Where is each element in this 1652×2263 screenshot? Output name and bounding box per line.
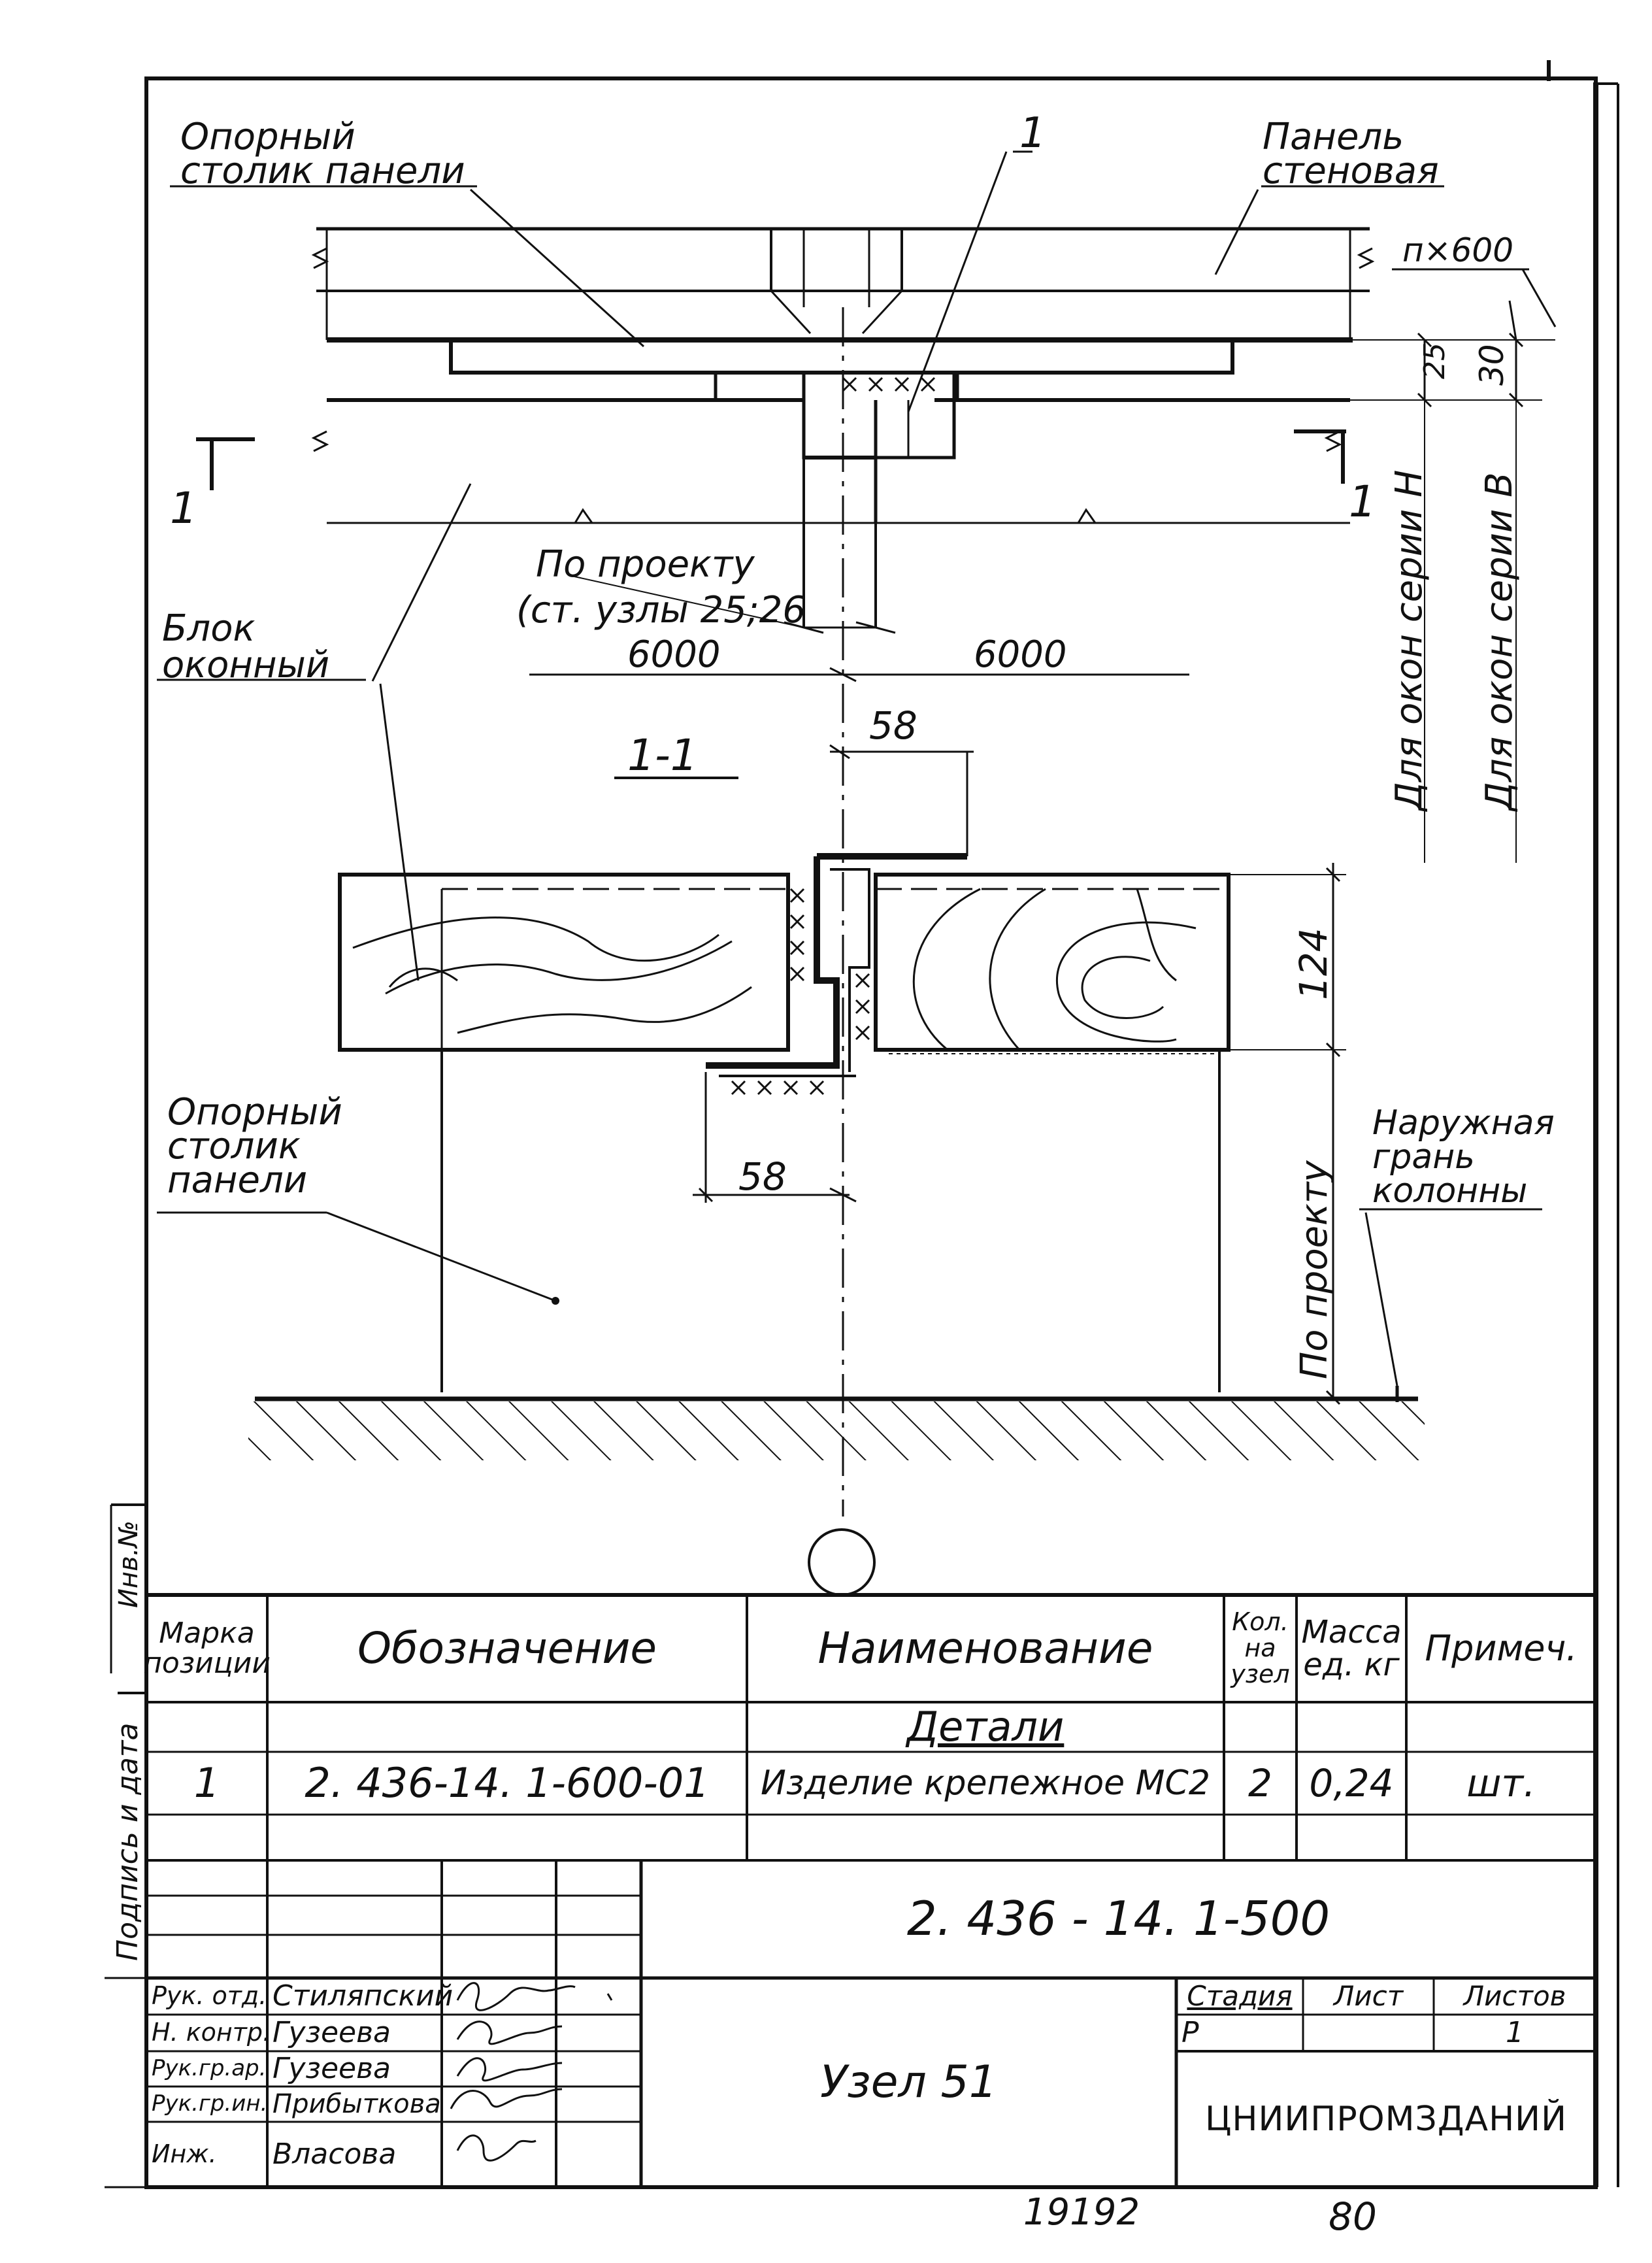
- label-see-nodes: (ст. узлы 25;26: [516, 589, 806, 631]
- header-mark-1: Марка: [159, 1616, 255, 1650]
- row-note: шт.: [1466, 1760, 1536, 1805]
- staff-role-5: Инж.: [152, 2139, 217, 2169]
- signature-4: [450, 2088, 563, 2109]
- leader-lines: [157, 150, 1444, 981]
- organization-name: ЦНИИПРОМЗДАНИЙ: [1205, 2099, 1567, 2139]
- staff-role-3: Рук.гр.ар.: [152, 2055, 267, 2082]
- row-qty: 2: [1248, 1760, 1272, 1805]
- plan-view: [196, 227, 1557, 1517]
- signatures: [450, 1982, 613, 2162]
- doc-number: 2. 436 - 14. 1-500: [906, 1891, 1330, 1947]
- header-mass-2: ед. кг: [1303, 1647, 1400, 1683]
- table-grid: [105, 1593, 1596, 2188]
- staff-name-2: Гузеева: [273, 2015, 391, 2049]
- header-qty-1: Кол.: [1232, 1607, 1289, 1637]
- header-mark: Марка позиции: [143, 1598, 271, 1700]
- header-mass: Масса ед. кг: [1298, 1598, 1405, 1700]
- signature-5: [456, 2134, 537, 2162]
- sheets-value: 1: [1506, 2015, 1524, 2049]
- label-item-mark: 1: [1019, 109, 1046, 158]
- staff-name-3: Гузеева: [273, 2051, 391, 2085]
- drawing-title: Узел 51: [819, 2056, 998, 2109]
- label-dim-58-top: 58: [869, 703, 917, 748]
- label-wall-panel-2: стеновая: [1263, 150, 1439, 192]
- label-support-table-bottom-2: столик: [167, 1125, 301, 1167]
- staff-name-1: Стиляпский: [273, 1979, 454, 2013]
- staff-role-4: Рук.гр.ин.: [152, 2090, 268, 2117]
- label-support-table-bottom-3: панели: [167, 1159, 307, 1201]
- margin-inv-no: Инв.№: [114, 1520, 144, 1608]
- margin-labels: Инв.№ Подпись и дата: [111, 1520, 144, 1961]
- label-window-block-2: оконный: [162, 644, 329, 686]
- margin-signature-date: Подпись и дата: [111, 1723, 144, 1961]
- header-qty-2: на: [1244, 1634, 1276, 1663]
- label-for-windows-h: Для окон серии Н: [1388, 470, 1430, 813]
- label-by-project: По проекту: [536, 543, 755, 586]
- label-for-windows-v: Для окон серии В: [1478, 472, 1521, 813]
- header-note: Примеч.: [1425, 1627, 1578, 1669]
- header-mark-2: позиции: [143, 1647, 271, 1680]
- sheets-label: Листов: [1463, 1979, 1566, 2012]
- staff-name-4: Прибыткова: [273, 2089, 441, 2119]
- footer-right-number: 80: [1329, 2194, 1377, 2239]
- signature-2: [456, 2020, 563, 2045]
- label-dim-124: 124: [1291, 928, 1336, 1000]
- label-by-project-vertical: По проекту: [1293, 1160, 1336, 1379]
- label-outer-face-1: Наружная: [1372, 1103, 1555, 1143]
- label-section-title: 1-1: [627, 730, 698, 780]
- header-qty-3: узел: [1231, 1659, 1290, 1688]
- label-section-mark-left: 1: [170, 483, 197, 533]
- label-outer-face-3: колонны: [1372, 1171, 1527, 1211]
- row-mark: 1: [193, 1759, 220, 1807]
- staff-role-2: Н. контр.: [152, 2018, 271, 2047]
- label-wall-panel-1: Панель: [1263, 116, 1404, 158]
- stage-label: Стадия: [1187, 1979, 1293, 2012]
- header-name: Наименование: [818, 1623, 1153, 1674]
- header-qty: Кол. на узел: [1225, 1598, 1295, 1700]
- label-span-right: 6000: [974, 633, 1067, 676]
- label-support-table-top-1: Опорный: [180, 116, 355, 158]
- label-support-table-bottom-1: Опорный: [167, 1091, 342, 1133]
- label-dim-30: 30: [1473, 344, 1511, 386]
- label-span-left: 6000: [627, 633, 721, 676]
- staff-name-5: Власова: [273, 2137, 397, 2171]
- sheet-label: Лист: [1333, 1979, 1404, 2012]
- section-1-1: [157, 744, 1542, 1596]
- label-window-block-1: Блок: [162, 607, 255, 650]
- signature-3: [456, 2057, 563, 2082]
- row-mass: 0,24: [1309, 1760, 1394, 1805]
- stage-value: Р: [1181, 2015, 1199, 2049]
- section-title-details: Детали: [906, 1703, 1065, 1751]
- drawing-labels: Опорный столик панели Панель стеновая 1 …: [162, 109, 1555, 1379]
- label-section-mark-right: 1: [1349, 477, 1376, 527]
- sheet-frame: [110, 60, 1619, 2189]
- header-designation: Обозначение: [357, 1623, 657, 1674]
- staff-role-1: Рук. отд.: [152, 1981, 267, 2011]
- label-dim-58-bottom: 58: [738, 1154, 787, 1199]
- row-designation: 2. 436-14. 1-600-01: [305, 1759, 710, 1807]
- header-mass-1: Масса: [1301, 1613, 1402, 1651]
- label-support-table-top-2: столик панели: [180, 150, 465, 192]
- label-outer-face-2: грань: [1372, 1137, 1475, 1177]
- signature-1: [456, 1982, 613, 2011]
- label-dim-25: 25: [1418, 343, 1451, 379]
- label-module-dim: п×600: [1402, 231, 1513, 269]
- footer-left-number: 19192: [1023, 2190, 1140, 2234]
- row-name: Изделие крепежное МС2: [761, 1763, 1210, 1803]
